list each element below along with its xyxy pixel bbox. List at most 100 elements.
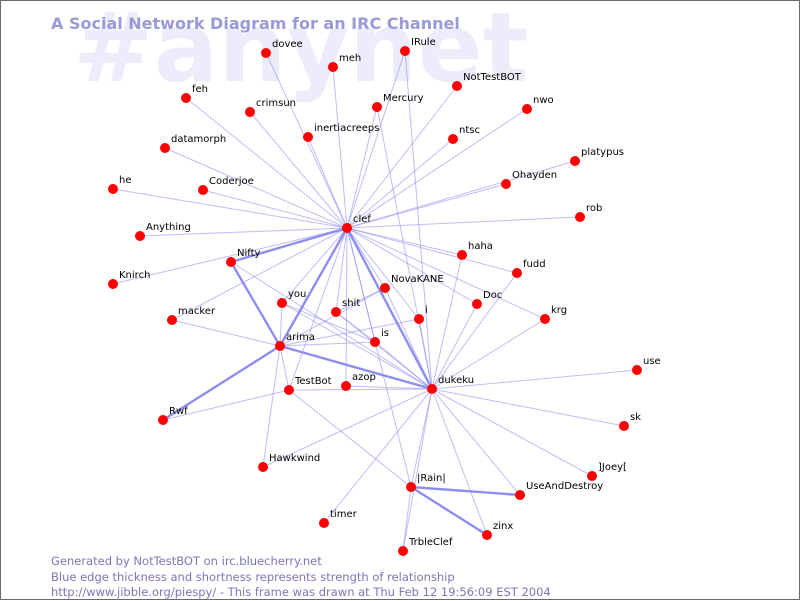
node-dot	[472, 299, 482, 309]
node-dukeku: dukeku	[427, 375, 474, 394]
node-dot	[284, 385, 294, 395]
node-dot	[198, 185, 208, 195]
node-dot	[108, 184, 118, 194]
node-dot	[570, 156, 580, 166]
node-dot	[575, 212, 585, 222]
node-dot	[587, 471, 597, 481]
node-label: meh	[339, 53, 361, 64]
node-dot	[501, 179, 511, 189]
node-he: he	[108, 175, 132, 194]
edge-dukeku-use	[431, 369, 638, 390]
node-dot	[258, 462, 268, 472]
edge-clef-knirch	[112, 227, 348, 285]
edge-clef-platypus	[346, 160, 576, 229]
node-label: Hawkwind	[269, 453, 320, 464]
edge-clef-crimsun	[249, 111, 348, 229]
node-dot	[457, 250, 467, 260]
node-dovee: dovee	[261, 39, 303, 58]
node-dot	[342, 223, 352, 233]
node-meh: meh	[328, 53, 361, 72]
node-dot	[370, 337, 380, 347]
node-label: Mercury	[383, 93, 424, 104]
node-use: use	[632, 356, 661, 375]
edge-rain-useanddestroy	[410, 485, 521, 497]
edge-rain-zinx	[410, 485, 488, 537]
node-dot	[448, 134, 458, 144]
node-mercury: Mercury	[372, 93, 424, 112]
edge-clef-rob	[346, 216, 581, 229]
edge-arima-rwf	[162, 344, 281, 422]
node-dot	[540, 314, 550, 324]
node-label: is	[381, 328, 389, 339]
node-label: Rwf	[169, 406, 188, 417]
edge-nifty-dukeku	[230, 261, 433, 390]
node-label: haha	[468, 241, 493, 252]
node-label: nwo	[533, 95, 554, 106]
node-label: datamorph	[171, 134, 226, 145]
edge-shit-novakane	[335, 287, 386, 313]
node-joey: ]Joey[	[587, 462, 627, 481]
node-dot	[245, 107, 255, 117]
node-label: he	[119, 175, 132, 186]
edge-testbot-rwf	[162, 389, 290, 421]
node-label: Nifty	[237, 248, 261, 259]
node-dot	[512, 268, 522, 278]
node-zinx: zinx	[482, 521, 513, 540]
node-nwo: nwo	[522, 95, 554, 114]
node-label: dukeku	[438, 375, 474, 386]
edge-clef-ohayden	[346, 183, 507, 229]
edge-clef-meh	[332, 66, 348, 229]
node-dot	[277, 298, 287, 308]
node-dot	[632, 365, 642, 375]
edge-clef-haha	[346, 227, 463, 256]
edge-clef-krg	[346, 227, 546, 320]
edge-clef-nwo	[346, 108, 528, 229]
edge-clef-dukeku	[345, 227, 434, 390]
node-label: UseAndDestroy	[526, 481, 603, 492]
node-arima: arima	[275, 332, 315, 351]
node-label: Anything	[146, 222, 191, 233]
node-testbot: TestBot	[284, 376, 332, 395]
node-label: ntsc	[459, 125, 480, 136]
edge-clef-doc	[346, 227, 478, 305]
edge-dukeku-hawkwind	[262, 388, 433, 468]
edge-dukeku-irule	[404, 50, 433, 390]
node-krg: krg	[540, 305, 567, 324]
edge-clef-ntsc	[346, 138, 454, 229]
node-rwf: Rwf	[158, 406, 188, 425]
edge-is-you	[281, 302, 376, 343]
edge-dukeku-fudd	[431, 272, 518, 390]
edges-layer	[112, 50, 638, 552]
edge-arima-testbot	[279, 345, 290, 391]
node-novakane: NovaKANE	[380, 274, 444, 293]
node-rob: rob	[575, 203, 602, 222]
node-dot	[135, 231, 145, 241]
node-label: platypus	[581, 147, 624, 158]
edge-shit-is	[335, 311, 376, 343]
edge-arima-dukeku	[279, 344, 433, 391]
node-label: use	[643, 356, 661, 367]
edge-clef-you	[281, 227, 348, 304]
edge-dukeku-testbot	[288, 388, 433, 391]
node-nottestbot: NotTestBOT	[452, 72, 522, 91]
node-dot	[398, 546, 408, 556]
footer-legend: Blue edge thickness and shortness repres…	[51, 570, 455, 584]
edge-dukeku-trbleclef	[402, 388, 433, 552]
node-doc: Doc	[472, 290, 502, 309]
node-label: dovee	[272, 39, 303, 50]
node-label: Coderjoe	[209, 176, 254, 187]
node-label: clef	[353, 214, 371, 225]
footer-generated-by: Generated by NotTestBOT on irc.bluecherr…	[51, 554, 322, 568]
node-label: NovaKANE	[391, 274, 444, 285]
node-shit: shit	[331, 298, 360, 317]
node-dot	[406, 482, 416, 492]
node-feh: feh	[181, 84, 208, 103]
node-azop: azop	[341, 372, 376, 391]
node-ohayden: Ohayden	[501, 170, 557, 189]
edge-dukeku-doc	[431, 303, 478, 390]
node-dot	[319, 518, 329, 528]
diagram-title: A Social Network Diagram for an IRC Chan…	[51, 14, 460, 33]
edge-dukeku-zinx	[431, 388, 488, 536]
node-dot	[181, 93, 191, 103]
node-knirch: Knirch	[108, 270, 150, 289]
